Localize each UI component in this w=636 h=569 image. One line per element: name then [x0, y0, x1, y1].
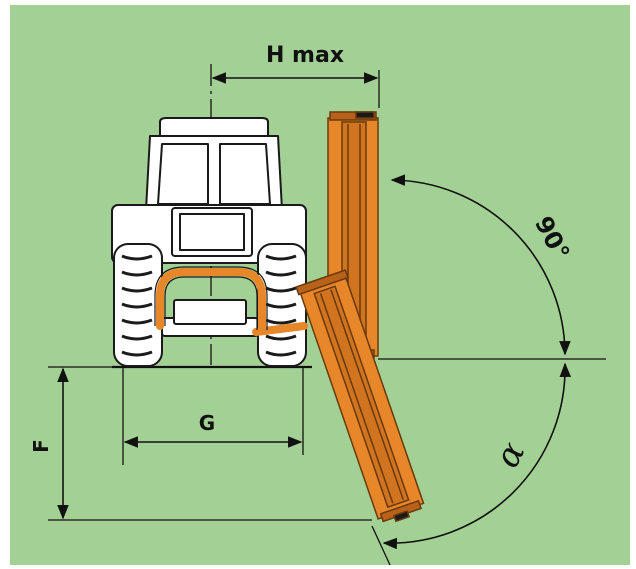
f-label: F	[29, 439, 53, 453]
mower-hitch-frame	[156, 268, 308, 336]
angle-alpha-arc	[382, 362, 572, 550]
g-label: G	[199, 411, 215, 435]
dimension-arrows	[57, 72, 572, 550]
h-max-label: H max	[266, 43, 344, 68]
right-tire	[257, 243, 307, 367]
tractor-rear-view-icon	[111, 117, 307, 367]
angle-90-arc	[390, 174, 571, 356]
hitch-outline	[154, 266, 268, 330]
